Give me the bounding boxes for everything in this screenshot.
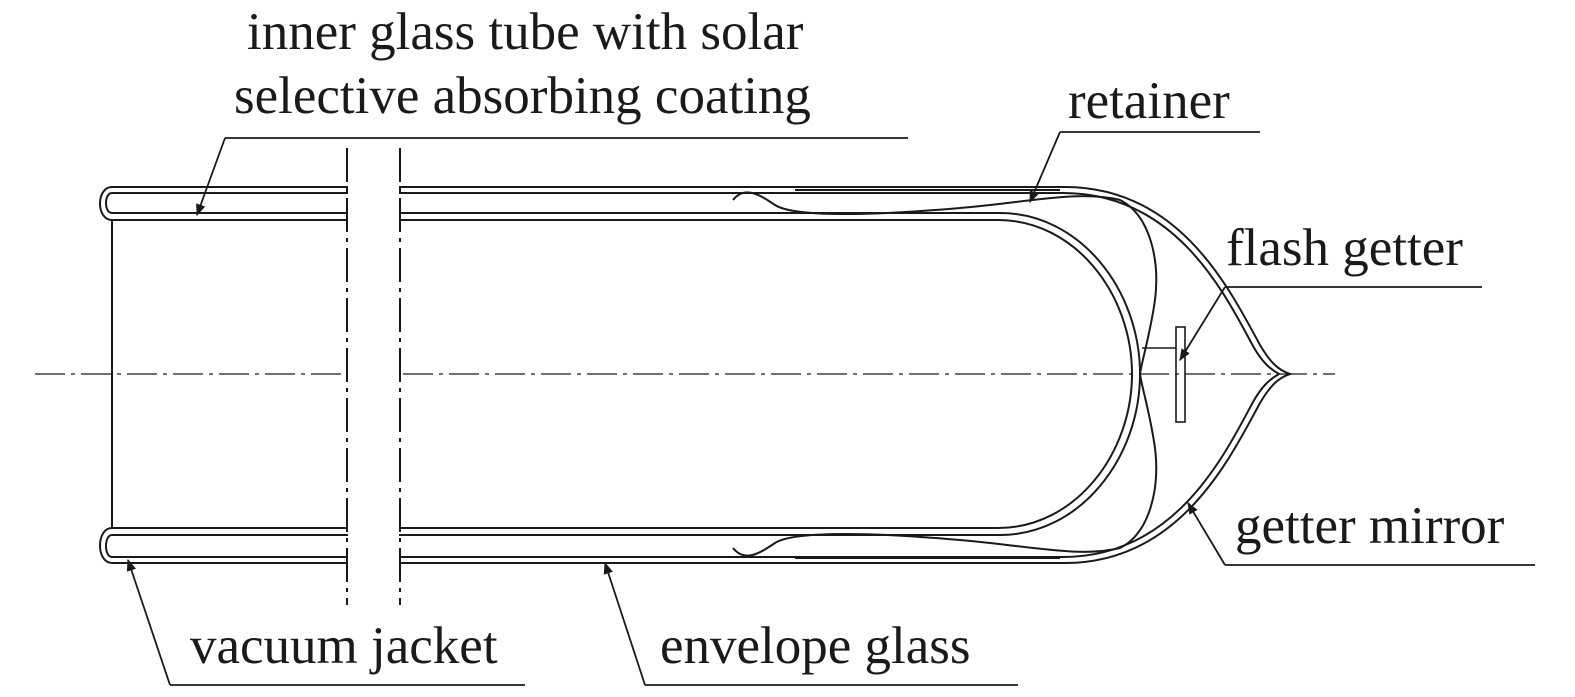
envelope-glass-leader — [603, 561, 646, 686]
retainer-spring-top — [732, 191, 1158, 375]
label-inner-tube-line1: inner glass tube with solar — [247, 3, 804, 61]
label-getter-mirror: getter mirror — [1235, 497, 1505, 555]
envelope-glass-outer — [112, 186, 1294, 564]
label-envelope-glass: envelope glass — [660, 617, 971, 675]
open-end-top — [99, 186, 113, 221]
label-flash-getter: flash getter — [1226, 219, 1463, 277]
flash-getter-plate — [1175, 326, 1186, 423]
retainer-spring-bottom — [732, 373, 1158, 557]
retainer-leader — [1029, 131, 1061, 204]
inner-tube-inner-wall — [112, 219, 1134, 529]
envelope-glass-inner — [112, 192, 1282, 558]
label-vacuum-jacket: vacuum jacket — [190, 617, 498, 675]
vacuum-jacket-leader — [126, 558, 171, 686]
open-end-top-inner — [105, 192, 113, 214]
label-retainer: retainer — [1068, 72, 1230, 130]
section-break-gap — [348, 150, 399, 605]
open-end-bottom-inner — [105, 534, 113, 558]
flash-getter-leader — [1179, 286, 1226, 362]
label-inner-tube-line2: selective absorbing coating — [234, 67, 811, 125]
inner-tube-leader — [196, 137, 226, 217]
getter-mirror-leader — [1187, 501, 1226, 566]
open-end-bottom — [99, 527, 113, 564]
